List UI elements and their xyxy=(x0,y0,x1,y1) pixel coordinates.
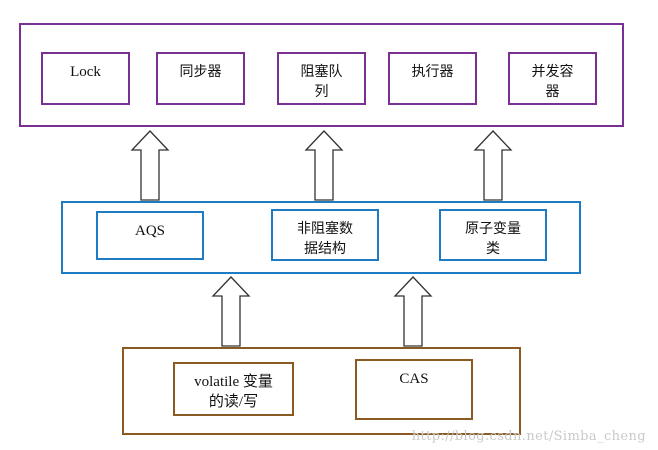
arrow-up-right-bottom xyxy=(393,276,433,347)
watermark: http://blog.csdn.net/Simba_cheng xyxy=(411,429,646,444)
node-non-blocking-ds: 非阻塞数 据结构 xyxy=(271,209,379,261)
node-aqs: AQS xyxy=(96,211,204,260)
node-volatile-rw-label: volatile 变量 的读/写 xyxy=(194,374,273,410)
arrow-up-left-top xyxy=(130,130,170,201)
top-layer-container xyxy=(19,23,624,127)
node-volatile-rw: volatile 变量 的读/写 xyxy=(173,362,294,416)
node-cas: CAS xyxy=(355,359,473,420)
bottom-layer-container xyxy=(122,347,521,435)
node-concurrent-container: 并发容 器 xyxy=(508,52,597,105)
node-blocking-queue-label: 阻塞队 列 xyxy=(300,64,343,100)
node-synchronizer: 同步器 xyxy=(156,52,245,105)
arrow-up-right-top xyxy=(473,130,513,201)
node-synchronizer-label: 同步器 xyxy=(179,64,222,80)
node-atomic-vars-label: 原子变量 类 xyxy=(465,221,521,257)
node-lock-label: Lock xyxy=(70,64,101,80)
arrow-up-center-top xyxy=(304,130,344,201)
node-executor-label: 执行器 xyxy=(411,64,454,80)
node-lock: Lock xyxy=(41,52,130,105)
node-blocking-queue: 阻塞队 列 xyxy=(277,52,366,105)
arrow-up-left-bottom xyxy=(211,276,251,347)
node-aqs-label: AQS xyxy=(134,223,165,239)
node-concurrent-container-label: 并发容 器 xyxy=(531,64,574,100)
node-non-blocking-ds-label: 非阻塞数 据结构 xyxy=(297,221,353,257)
node-cas-label: CAS xyxy=(399,371,429,387)
node-atomic-vars: 原子变量 类 xyxy=(439,209,547,261)
node-executor: 执行器 xyxy=(388,52,477,105)
middle-layer-container xyxy=(61,201,581,274)
